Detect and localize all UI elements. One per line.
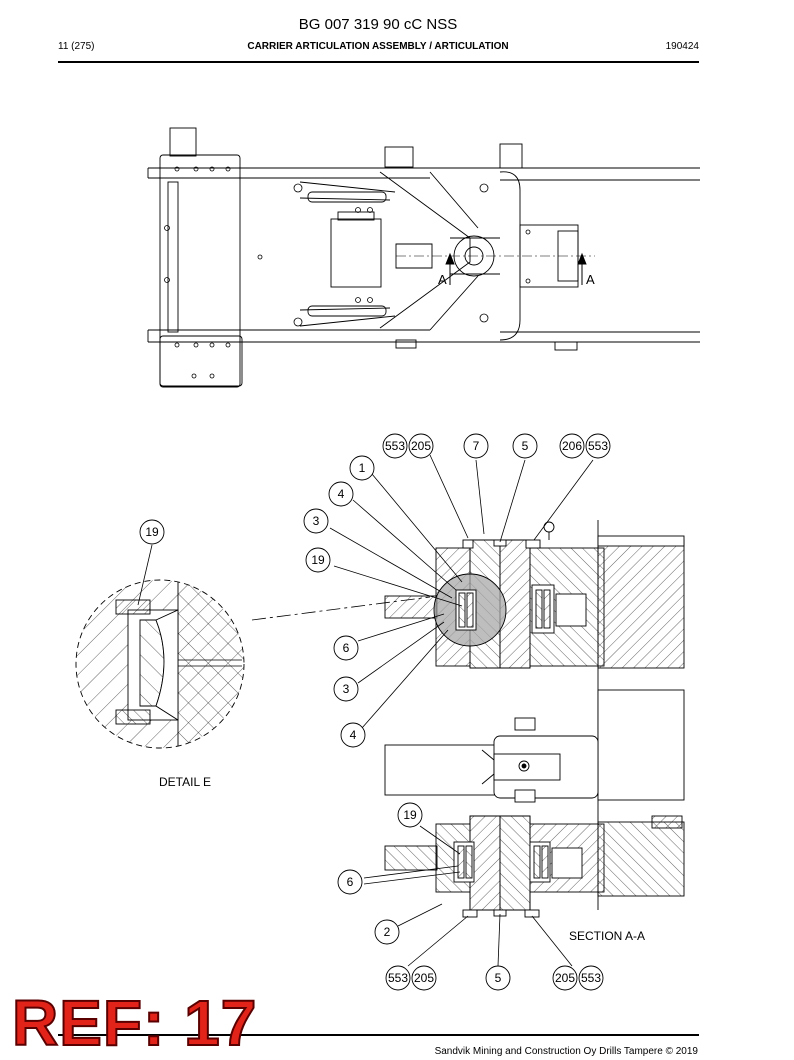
section-mark-right: A [586, 272, 595, 287]
document-number: BG 007 319 90 cC NSS [298, 16, 458, 33]
callout-205-top: 205 [411, 439, 431, 453]
callout-3-upper: 3 [313, 514, 320, 528]
callout-1: 1 [359, 461, 366, 475]
leader-lines [137, 454, 594, 967]
callout-4-upper: 4 [338, 487, 345, 501]
document-title: CARRIER ARTICULATION ASSEMBLY / ARTICULA… [247, 41, 509, 52]
callout-4-lower: 4 [350, 728, 357, 742]
detail-e-view [75, 579, 245, 749]
page-number: 11 (275) [58, 41, 95, 52]
callout-19-detail: 19 [145, 525, 159, 539]
callout-205-bottom-left: 205 [414, 971, 434, 985]
ref-stamp: REF: 17 [11, 986, 258, 1060]
callout-6-upper: 6 [343, 641, 350, 655]
top-view [147, 127, 700, 388]
callout-2: 2 [384, 925, 391, 939]
section-view [384, 520, 685, 918]
header-rule [58, 61, 699, 63]
copyright-text: Sandvik Mining and Construction Oy Drill… [434, 1046, 698, 1057]
footer-rule [58, 1034, 699, 1036]
callout-6-lower: 6 [347, 875, 354, 889]
callout-5-top: 5 [522, 439, 529, 453]
callout-553-bottom-right: 553 [581, 971, 601, 985]
section-label: SECTION A-A [569, 929, 645, 943]
callout-5-bottom: 5 [495, 971, 502, 985]
section-mark-left: A [438, 272, 447, 287]
callout-19-lower: 19 [403, 808, 417, 822]
callout-553-top-left: 553 [385, 439, 405, 453]
callouts [139, 433, 611, 991]
callout-7: 7 [473, 439, 480, 453]
callout-553-top-right: 553 [588, 439, 608, 453]
callout-205-bottom-right: 205 [555, 971, 575, 985]
callout-206: 206 [562, 439, 582, 453]
callout-553-bottom-left: 553 [388, 971, 408, 985]
callout-19-upper: 19 [311, 553, 325, 567]
callout-3-lower: 3 [343, 682, 350, 696]
document-date: 190424 [665, 41, 699, 52]
detail-label: DETAIL E [159, 775, 211, 789]
